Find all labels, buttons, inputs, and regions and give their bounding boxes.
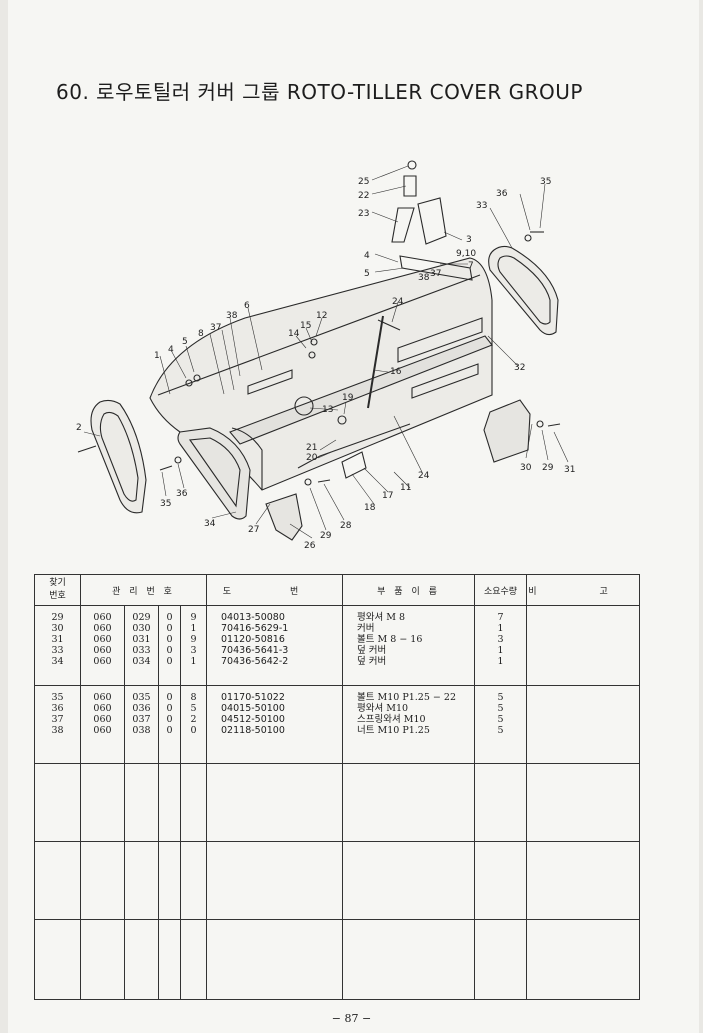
callout-5: 5	[364, 269, 370, 279]
header-qty: 소요수량	[474, 574, 528, 606]
callout-4-left: 4	[168, 345, 174, 355]
callout-2: 2	[76, 423, 82, 433]
callout-26: 26	[304, 541, 316, 551]
callout-25: 25	[358, 177, 369, 187]
callout-37-left: 37	[210, 323, 221, 333]
callout-19: 19	[342, 393, 354, 403]
table-row-empty	[34, 919, 641, 1000]
callout-16: 16	[390, 367, 402, 377]
callout-38-left: 38	[226, 311, 238, 321]
callout-21: 21	[306, 443, 317, 453]
callout-32: 32	[514, 363, 525, 373]
callout-27: 27	[248, 525, 259, 535]
callout-14: 14	[288, 329, 300, 339]
header-part-name: 부 품 이 름	[342, 574, 476, 606]
callout-3: 3	[466, 235, 472, 245]
callout-9-10: 9,10	[456, 249, 476, 259]
exploded-parts-diagram: 25 22 23 3 9,10 7 4 5 38 37 35 36 33 24 …	[76, 160, 575, 551]
table-row-empty	[34, 763, 641, 842]
callout-13: 13	[322, 405, 333, 415]
callout-34: 34	[204, 519, 216, 529]
header-drawing-no: 도 번	[206, 574, 344, 606]
callout-17: 17	[382, 491, 393, 501]
callout-29-right: 29	[542, 463, 554, 473]
table-header-row: 찾기 번호 관 리 번 호 도 번 부 품 이 름 소요수량 비 고	[34, 574, 641, 606]
callout-6: 6	[244, 301, 250, 311]
callout-24-bottom: 24	[418, 471, 430, 481]
callout-38: 38	[418, 273, 430, 283]
callout-15: 15	[300, 321, 311, 331]
header-remarks: 비 고	[526, 574, 641, 606]
callout-23: 23	[358, 209, 369, 219]
callout-36-left: 36	[176, 489, 188, 499]
callout-7: 7	[468, 261, 474, 271]
callout-30: 30	[520, 463, 532, 473]
callout-20: 20	[306, 453, 318, 463]
callout-33: 33	[476, 201, 487, 211]
callout-12: 12	[316, 311, 327, 321]
callout-5-left: 5	[182, 337, 188, 347]
callout-24-top: 24	[392, 297, 404, 307]
callout-22: 22	[358, 191, 369, 201]
callout-29-bottom: 29	[320, 531, 332, 541]
callout-11: 11	[400, 483, 411, 493]
col-remarks	[526, 605, 641, 686]
callout-35: 35	[540, 177, 551, 187]
col-remarks	[526, 685, 641, 764]
callout-8: 8	[198, 329, 204, 339]
page-title: 60. 로우토틸러 커버 그룹 ROTO-TILLER COVER GROUP	[56, 80, 583, 104]
callout-37: 37	[430, 269, 441, 279]
callout-1: 1	[154, 351, 160, 361]
callout-35-left: 35	[160, 499, 171, 509]
callout-31: 31	[564, 465, 575, 475]
table-row-empty	[34, 841, 641, 920]
callout-4: 4	[364, 251, 370, 261]
callout-28: 28	[340, 521, 352, 531]
callout-36: 36	[496, 189, 508, 199]
page-number: − 87 −	[331, 1012, 372, 1025]
callout-18: 18	[364, 503, 376, 513]
header-ref-no: 찾기 번호	[34, 574, 81, 606]
header-mgmt-no: 관 리 번 호	[79, 574, 208, 606]
